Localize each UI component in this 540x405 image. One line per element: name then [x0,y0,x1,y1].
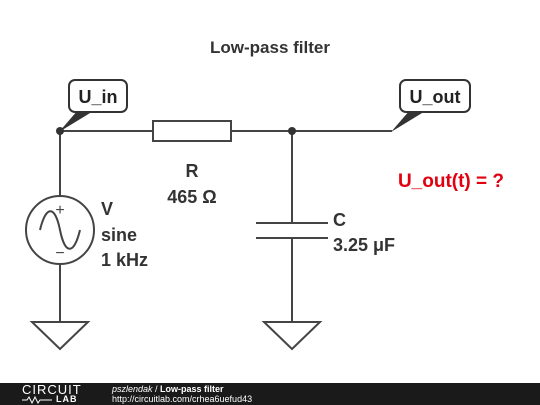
resistor-symbol [152,120,232,142]
resistor-value: 465 Ω [167,187,216,207]
source-name: V [101,199,113,219]
sine-wave-icon [39,210,81,250]
node-output-tag [399,79,471,113]
logo-text-top: CIRCUIT [22,382,82,397]
footer-bar: CIRCUIT LAB pszlendak / Low-pass filter … [0,383,540,405]
resistor-name: R [186,161,199,181]
logo-text-bottom: LAB [56,394,78,404]
capacitor-value: 3.25 μF [333,235,395,255]
credit-separator: / [152,384,161,394]
source-type: sine [101,225,137,245]
circuit-schematic: Low-pass filter R 465 Ω C 3.25 μF + − V … [25,38,504,351]
circuit-title-link[interactable]: Low-pass filter [160,384,224,394]
ground-capacitor-icon [261,321,323,351]
diagram-title: Low-pass filter [210,38,330,57]
node-output-pointer [391,110,427,132]
circuit-url-link[interactable]: http://circuitlab.com/crhea6uefud43 [112,394,253,404]
footer-credit: pszlendak / Low-pass filter http://circu… [112,384,252,404]
author-link[interactable]: pszlendak [112,384,153,394]
node-input-tag [68,79,128,113]
junction-cap [288,127,296,135]
capacitor-name: C [333,210,346,230]
ground-source-icon [29,321,91,351]
question-text: U_out(t) = ? [398,171,504,192]
logo-squiggle-icon [22,396,52,404]
circuitlab-logo[interactable]: CIRCUIT LAB [22,383,92,405]
node-output-label: U_out [410,87,461,107]
source-plus-sign: + [55,202,64,219]
node-input-pointer [59,110,95,132]
source-minus-sign: − [55,245,64,262]
source-frequency: 1 kHz [101,250,148,270]
node-input-label: U_in [78,87,117,107]
